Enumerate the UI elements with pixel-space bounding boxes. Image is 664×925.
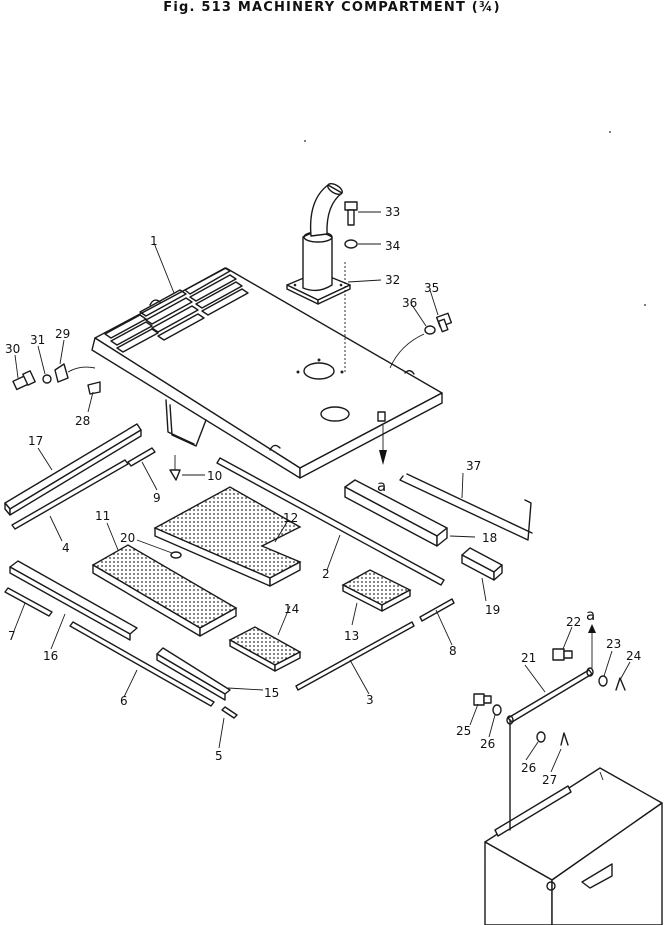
callout-4: 4 <box>62 541 70 555</box>
callout-8: 8 <box>449 644 457 658</box>
seal-strip-3 <box>295 621 415 691</box>
callout-1: 1 <box>150 234 158 248</box>
callout-11: 11 <box>95 509 110 523</box>
callout-18: 18 <box>482 531 497 545</box>
callout-9: 9 <box>153 491 161 505</box>
callout-35: 35 <box>424 281 439 295</box>
seal-block-9 <box>127 447 156 467</box>
reference-a-upper: a <box>377 477 386 495</box>
bolt-33 <box>344 201 358 226</box>
bolt-35 <box>435 312 453 333</box>
callout-6: 6 <box>120 694 128 708</box>
seal-strip-4 <box>11 459 129 530</box>
hood-panel <box>91 267 443 479</box>
callout-14: 14 <box>284 602 299 616</box>
washer-31 <box>42 374 52 384</box>
seal-strip-2 <box>216 457 445 586</box>
callout-26-lower: 26 <box>521 761 536 775</box>
callout-23: 23 <box>606 637 621 651</box>
seal-strip-6 <box>69 621 215 707</box>
pin-21 <box>506 667 594 725</box>
bracket-29 <box>54 363 69 383</box>
seal-strip-17 <box>4 423 142 516</box>
callout-20: 20 <box>120 531 135 545</box>
callout-22: 22 <box>566 615 581 629</box>
callout-5: 5 <box>215 749 223 763</box>
callout-10: 10 <box>207 469 222 483</box>
callout-30: 30 <box>5 342 20 356</box>
callout-27: 27 <box>542 773 557 787</box>
filter-panel-12 <box>153 486 302 587</box>
callout-37: 37 <box>466 459 481 473</box>
cotter-pin-24 <box>615 677 626 691</box>
hood-handle <box>165 399 207 447</box>
figure-title: Fig. 513 MACHINERY COMPARTMENT (¾) <box>163 0 501 15</box>
callout-labels: 1 2 3 4 5 6 7 8 9 10 11 12 13 14 15 16 1… <box>5 205 641 787</box>
plug-20 <box>170 551 182 559</box>
callout-17: 17 <box>28 434 43 448</box>
callout-34: 34 <box>385 239 400 253</box>
reference-arrow-upper <box>379 425 387 465</box>
callout-31: 31 <box>30 333 45 347</box>
callout-36: 36 <box>402 296 417 310</box>
callout-32: 32 <box>385 273 400 287</box>
washer-26-lower <box>536 731 546 743</box>
callout-19: 19 <box>485 603 500 617</box>
callout-2: 2 <box>322 567 330 581</box>
seal-strip-16 <box>9 560 138 641</box>
washer-34 <box>344 239 358 249</box>
callout-28: 28 <box>75 414 90 428</box>
exhaust-pipe <box>286 183 351 305</box>
latch-28 <box>87 381 101 395</box>
rod-37 <box>399 473 533 541</box>
seal-block-8 <box>419 598 455 622</box>
callout-12: 12 <box>283 511 298 525</box>
callout-24: 24 <box>626 649 641 663</box>
washer-36 <box>424 325 436 335</box>
callout-33: 33 <box>385 205 400 219</box>
seal-strip-15 <box>156 647 231 701</box>
clip-10 <box>169 469 181 481</box>
callout-13: 13 <box>344 629 359 643</box>
bolt-25 <box>473 693 492 706</box>
bolt-30 <box>12 370 36 391</box>
reference-arrow-lower <box>588 624 596 648</box>
filter-panel-13 <box>341 569 412 612</box>
seal-block-19 <box>461 547 503 581</box>
seal-block-5 <box>221 706 238 719</box>
seal-panel-18 <box>344 479 448 547</box>
seal-strip-7 <box>4 587 53 617</box>
callout-3: 3 <box>366 693 374 707</box>
bolt-22 <box>552 648 573 661</box>
reference-a-lower: a <box>586 606 595 624</box>
callout-26-upper: 26 <box>480 737 495 751</box>
callout-15: 15 <box>264 686 279 700</box>
filter-panel-11 <box>91 544 238 637</box>
mounting-base <box>484 719 663 925</box>
callout-21: 21 <box>521 651 536 665</box>
leader-lines <box>13 211 631 773</box>
washer-26-upper <box>492 704 502 716</box>
filter-panel-14 <box>228 626 302 672</box>
callout-29: 29 <box>55 327 70 341</box>
callout-25: 25 <box>456 724 471 738</box>
callout-16: 16 <box>43 649 58 663</box>
callout-7: 7 <box>8 629 16 643</box>
cotter-pin-27 <box>560 732 569 746</box>
washer-23 <box>598 675 608 687</box>
